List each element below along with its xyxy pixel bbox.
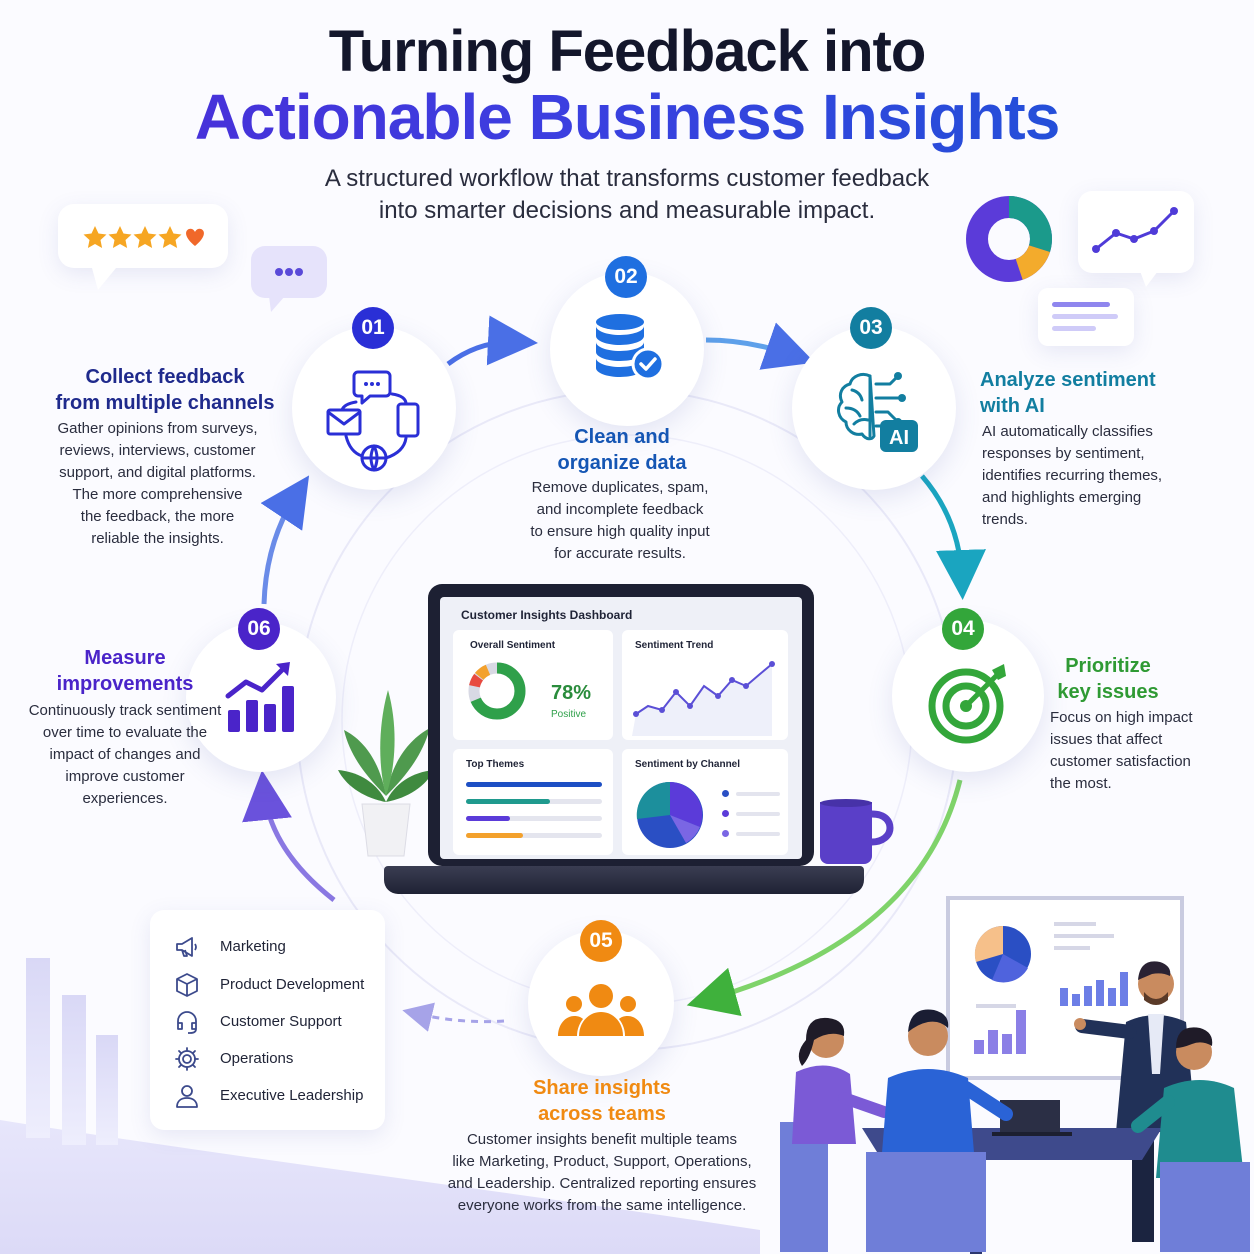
step-01-badge: 01 xyxy=(352,307,394,349)
step-01-description: Gather opinions from surveys, reviews, i… xyxy=(57,420,258,547)
growth-chart-icon xyxy=(225,662,294,732)
step-06-badge: 06 xyxy=(238,608,280,650)
overall-sentiment-panel: Overall Sentiment 78% Positive xyxy=(453,630,613,740)
sentiment-value: 78% xyxy=(551,682,592,704)
sentiment-caption: Positive xyxy=(551,709,587,720)
team-item-operations: Operations xyxy=(220,1050,294,1067)
top-themes-panel: Top Themes xyxy=(453,749,613,855)
coffee-mug-illustration xyxy=(820,799,894,864)
sentiment-by-channel-panel: Sentiment by Channel xyxy=(622,749,788,855)
ai-brain-icon: AI xyxy=(837,372,918,452)
channel-pie-chart xyxy=(636,781,703,848)
step-06-title: Measure improvements xyxy=(56,647,194,695)
text-lines-card xyxy=(1038,288,1134,346)
step-01-circle xyxy=(292,326,456,490)
sentiment-donut xyxy=(468,662,526,720)
page-title: Turning Feedback into xyxy=(328,19,927,84)
step-03-badge: 03 xyxy=(850,307,892,349)
dashboard-title: Customer Insights Dashboard xyxy=(461,608,633,622)
team-meeting-illustration xyxy=(780,896,1250,1254)
page-title-highlight: Actionable Business Insights xyxy=(0,80,1254,154)
step-04-badge: 04 xyxy=(942,608,984,650)
step-05-badge: 05 xyxy=(580,920,622,962)
step-05-description: Customer insights benefit multiple teams… xyxy=(447,1131,757,1214)
megaphone-icon xyxy=(176,937,197,957)
step-05-title: Share insights across teams xyxy=(533,1077,671,1125)
target-icon xyxy=(928,664,1006,744)
rating-bubble xyxy=(58,204,228,290)
sentiment-trend-panel: Sentiment Trend xyxy=(622,630,788,740)
page-subtitle: A structured workflow that transforms cu… xyxy=(324,165,930,224)
team-icon xyxy=(558,984,644,1036)
theme-bar xyxy=(466,833,602,838)
team-item-executive-leadership: Executive Leadership xyxy=(220,1087,364,1104)
channels-icon xyxy=(326,370,420,472)
teams-card xyxy=(150,910,385,1130)
step-02-description: Remove duplicates, spam, and incomplete … xyxy=(530,479,710,562)
theme-bar xyxy=(466,816,602,821)
plant-illustration xyxy=(338,690,434,857)
chat-bubble-icon xyxy=(251,246,327,312)
svg-text:AI: AI xyxy=(889,427,909,449)
database-check-icon xyxy=(596,314,665,381)
step-03-title: Analyze sentiment with AI xyxy=(980,369,1156,417)
step-03-circle xyxy=(792,326,956,490)
step-02-badge: 02 xyxy=(605,256,647,298)
team-item-customer-support: Customer Support xyxy=(220,1013,342,1030)
gear-icon xyxy=(175,1047,199,1071)
theme-bar xyxy=(466,799,602,804)
person-icon xyxy=(176,1085,198,1108)
dashboard-screen: Customer Insights Dashboard Overall Sent… xyxy=(440,597,802,859)
headset-icon xyxy=(177,1011,197,1034)
box-icon xyxy=(176,973,198,997)
step-02-title: Clean and organize data xyxy=(557,426,687,474)
theme-bar xyxy=(466,782,602,787)
donut-chart-icon xyxy=(966,196,1052,282)
step-01-title: Collect feedback from multiple channels xyxy=(55,366,275,414)
step-03-description: AI automatically classifies responses by… xyxy=(982,423,1163,528)
line-chart-card xyxy=(1078,191,1194,287)
rating-stars-icon xyxy=(83,226,204,290)
team-item-product-development: Product Development xyxy=(220,976,365,993)
step-04-title: Prioritize key issues xyxy=(1057,655,1159,703)
laptop-base xyxy=(384,866,864,894)
team-item-marketing: Marketing xyxy=(220,938,286,955)
step-04-description: Focus on high impact issues that affect … xyxy=(1050,709,1193,792)
step-06-description: Continuously track sentiment over time t… xyxy=(28,702,222,807)
trend-line-chart xyxy=(632,661,775,736)
